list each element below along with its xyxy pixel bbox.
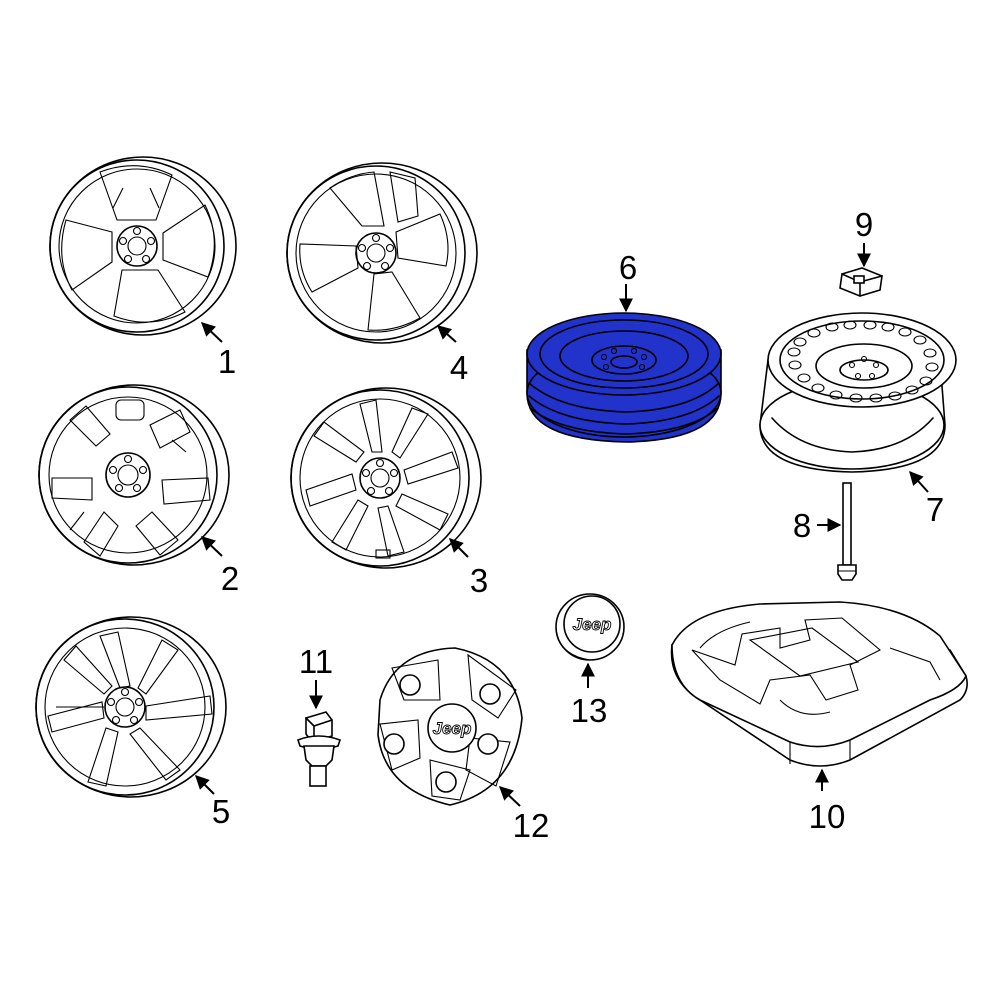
center-cap-part-12[interactable]: Jeep	[377, 647, 523, 807]
callout-3: 3	[470, 562, 488, 599]
lug-nut-part-11[interactable]	[297, 680, 342, 787]
callout-9: 9	[855, 206, 873, 243]
wheel-part-2[interactable]	[38, 384, 230, 566]
callout-labels: 1 2 3 4 5 6 7 8 9 10 11 12 13	[212, 206, 944, 844]
center-cap-logo: Jeep	[433, 719, 472, 738]
steel-wheel-part-7[interactable]	[759, 312, 957, 493]
callout-10: 10	[809, 798, 846, 835]
callout-12: 12	[513, 807, 550, 844]
foam-tray-part-10[interactable]	[670, 601, 968, 791]
callout-4: 4	[450, 349, 468, 386]
callout-7: 7	[926, 491, 944, 528]
callout-2: 2	[221, 560, 239, 597]
hub-cap-part-13[interactable]: Jeep	[555, 593, 625, 688]
bracket-part-9[interactable]	[839, 243, 883, 297]
callout-6: 6	[619, 249, 637, 286]
callout-11: 11	[299, 643, 333, 680]
wheel-part-5[interactable]	[35, 616, 227, 798]
callout-1: 1	[218, 343, 236, 380]
hub-cap-logo: Jeep	[573, 615, 612, 634]
wheel-part-1[interactable]	[49, 156, 237, 343]
wheel-part-4[interactable]	[286, 162, 478, 344]
callout-5: 5	[212, 793, 230, 830]
wheel-part-3[interactable]	[290, 387, 482, 569]
callout-8: 8	[793, 507, 811, 544]
bolt-part-8[interactable]	[817, 482, 857, 581]
callout-13: 13	[571, 692, 608, 729]
spare-tire-part-6[interactable]	[526, 284, 722, 443]
